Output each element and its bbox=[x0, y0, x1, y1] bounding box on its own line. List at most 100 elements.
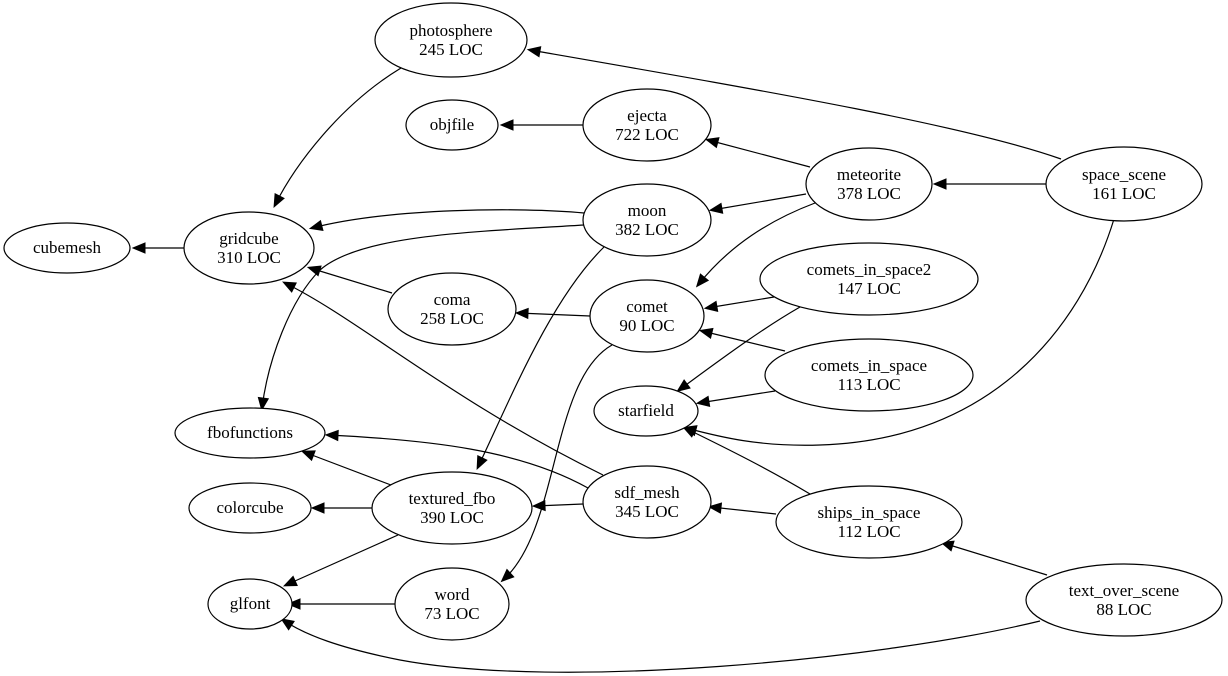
edge-meteorite-to-ejecta bbox=[704, 137, 811, 168]
node-ellipse bbox=[371, 471, 533, 545]
arrowhead bbox=[499, 119, 514, 131]
node-loc: 112 LOC bbox=[837, 522, 900, 541]
arrowhead bbox=[682, 426, 697, 438]
node-label: objfile bbox=[430, 115, 474, 134]
edge-line bbox=[942, 542, 1048, 576]
node-loc: 245 LOC bbox=[419, 40, 483, 59]
edge-moon-to-gridcube bbox=[308, 209, 585, 232]
edge-line bbox=[678, 306, 801, 391]
edge-line bbox=[261, 224, 585, 409]
arrowhead bbox=[306, 265, 322, 277]
edge-line bbox=[710, 506, 777, 515]
node-ellipse bbox=[174, 407, 326, 459]
arrowhead bbox=[131, 242, 146, 254]
node-loc: 73 LOC bbox=[424, 604, 479, 623]
node-loc: 88 LOC bbox=[1096, 600, 1151, 619]
node-loc: 161 LOC bbox=[1092, 184, 1156, 203]
edge-line bbox=[284, 282, 604, 476]
edge-textured_fbo-to-glfont bbox=[282, 534, 399, 587]
arrowhead bbox=[282, 575, 298, 587]
node-label: gridcube bbox=[219, 229, 278, 248]
node-label: cubemesh bbox=[33, 238, 101, 257]
node-loc: 382 LOC bbox=[615, 220, 679, 239]
node-cubemesh[interactable]: cubemesh bbox=[3, 222, 131, 274]
node-loc: 390 LOC bbox=[420, 508, 484, 527]
node-label: text_over_scene bbox=[1069, 581, 1179, 600]
edge-line bbox=[707, 139, 811, 168]
node-objfile[interactable]: objfile bbox=[405, 99, 499, 151]
node-label: word bbox=[435, 585, 470, 604]
node-ellipse bbox=[374, 2, 528, 78]
node-starfield[interactable]: starfield bbox=[593, 385, 699, 437]
edge-line bbox=[309, 267, 393, 294]
edge-line bbox=[706, 296, 775, 309]
edge-comets_in_space-to-comet bbox=[698, 327, 786, 352]
arrowhead bbox=[280, 618, 295, 631]
edge-text_over_scene-to-glfont bbox=[280, 618, 1041, 673]
node-loc: 722 LOC bbox=[615, 125, 679, 144]
edge-meteorite-to-moon bbox=[708, 193, 807, 214]
edge-line bbox=[698, 390, 776, 404]
edge-coma-to-gridcube bbox=[306, 265, 393, 294]
edge-textured_fbo-to-fbofunctions bbox=[300, 450, 392, 486]
edge-line bbox=[529, 49, 1062, 160]
node-label: meteorite bbox=[837, 165, 901, 184]
node-loc: 90 LOC bbox=[619, 316, 674, 335]
node-label: comet bbox=[626, 297, 668, 316]
arrowhead bbox=[257, 396, 270, 412]
node-label: coma bbox=[434, 290, 471, 309]
edge-comets_in_space-to-starfield bbox=[695, 390, 776, 408]
edge-comets_in_space2-to-starfield bbox=[676, 306, 801, 392]
node-ellipse bbox=[582, 183, 712, 257]
node-fbofunctions[interactable]: fbofunctions bbox=[174, 407, 326, 459]
edge-line bbox=[685, 218, 1115, 446]
edge-line bbox=[327, 434, 589, 489]
node-glfont[interactable]: glfont bbox=[207, 578, 293, 630]
edge-space_scene-to-photosphere bbox=[526, 46, 1062, 160]
arrowhead bbox=[476, 455, 488, 470]
edge-textured_fbo-to-colorcube bbox=[310, 502, 372, 514]
edge-ejecta-to-objfile bbox=[499, 119, 583, 131]
node-colorcube[interactable]: colorcube bbox=[188, 482, 312, 534]
edge-comets_in_space2-to-comet bbox=[703, 296, 775, 312]
node-label: sdf_mesh bbox=[614, 483, 680, 502]
node-loc: 147 LOC bbox=[837, 279, 901, 298]
node-label: comets_in_space2 bbox=[807, 260, 932, 279]
arrowhead bbox=[698, 327, 714, 340]
arrowhead bbox=[308, 219, 324, 232]
arrowhead bbox=[310, 502, 325, 514]
arrowhead bbox=[531, 499, 546, 512]
node-ellipse bbox=[582, 88, 712, 162]
node-ellipse bbox=[188, 482, 312, 534]
node-label: starfield bbox=[618, 401, 674, 420]
node-ellipse bbox=[593, 385, 699, 437]
edge-line bbox=[684, 427, 811, 495]
edge-word-to-glfont bbox=[286, 598, 395, 610]
node-label: fbofunctions bbox=[207, 423, 293, 442]
node-ellipse bbox=[805, 147, 933, 221]
arrowhead bbox=[526, 46, 542, 58]
arrowhead bbox=[324, 429, 339, 442]
node-ellipse bbox=[582, 465, 712, 539]
edge-ships_in_space-to-starfield bbox=[682, 426, 811, 495]
node-loc: 113 LOC bbox=[837, 375, 900, 394]
arrowhead bbox=[708, 202, 724, 214]
edge-line bbox=[711, 193, 807, 211]
edge-comet-to-coma bbox=[514, 307, 591, 320]
edge-line bbox=[701, 330, 786, 352]
